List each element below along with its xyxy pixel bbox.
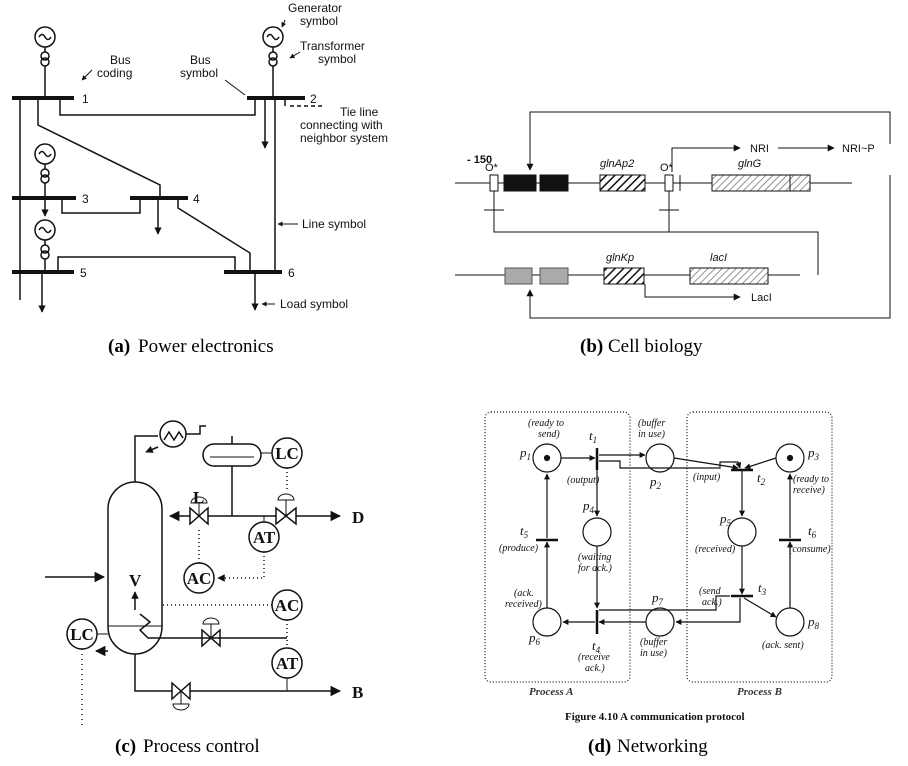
place-label: p1 <box>519 445 531 462</box>
place-p5 <box>727 517 757 547</box>
promoter-label: glnKp <box>606 252 634 264</box>
place-label: p4 <box>582 498 595 515</box>
place-label: p5 <box>719 511 732 528</box>
operator-label: O* <box>485 162 499 174</box>
generator-icon <box>262 26 284 97</box>
ac-label: AC <box>275 596 300 615</box>
caption-a-text: Power electronics <box>138 336 274 357</box>
load-symbol-label: Load symbol <box>280 297 348 311</box>
panel-b-labels: - 150 O* O* glnAp2 glnG NRI NRI~P glnKp … <box>467 143 875 304</box>
transition-label: t5 <box>520 523 529 540</box>
bottoms-label: B <box>352 683 363 702</box>
bus-number: 5 <box>80 266 87 280</box>
caption-d-letter: (d) <box>588 736 611 757</box>
place-p4 <box>582 517 612 547</box>
place-p7 <box>645 607 675 637</box>
annotation: (consume) <box>789 544 831 555</box>
line-symbol-label: Line symbol <box>302 217 366 231</box>
transition-label: t1 <box>589 428 597 445</box>
transition-label: t2 <box>757 470 766 487</box>
bus-number: 6 <box>288 266 295 280</box>
bus-number: 1 <box>82 92 89 106</box>
caption-b-text: Cell biology <box>608 336 703 357</box>
condenser-icon <box>159 420 187 448</box>
generator-icon <box>34 143 56 198</box>
panel-power-electronics <box>12 19 325 313</box>
place-label: p7 <box>651 590 664 607</box>
panel-process-control <box>45 420 342 725</box>
bus-number: 2 <box>310 92 317 106</box>
at-label: AT <box>253 528 276 547</box>
annotation: (received) <box>695 544 736 555</box>
annotation: (produce) <box>499 543 539 554</box>
annotation: (input) <box>693 472 721 483</box>
process-a-box <box>484 411 631 683</box>
lc-label: LC <box>70 625 94 644</box>
bus-number: 4 <box>193 192 200 206</box>
transition-label: t6 <box>808 523 817 540</box>
process-b-box <box>686 411 833 683</box>
caption-c-letter: (c) <box>115 736 136 757</box>
annotation: (ack. sent) <box>762 640 804 651</box>
transition-label: t3 <box>758 580 767 597</box>
place-p8 <box>775 607 805 637</box>
place-label: p3 <box>807 445 820 462</box>
reflux-label: L <box>193 488 204 507</box>
panel-d-labels: p1 p2 p3 p4 p5 p6 p7 p8 t1 t2 t3 t4 t5 t… <box>499 418 831 723</box>
lc-label: LC <box>275 444 299 463</box>
panel-c-labels: LC LC AC AC AT AT L V D B <box>70 444 364 702</box>
transition-label: t4 <box>592 638 601 655</box>
operator-label: O* <box>660 162 674 174</box>
annotation: (ack.received) <box>505 588 542 610</box>
panel-cell-biology <box>455 111 891 319</box>
distillation-column <box>107 481 163 655</box>
caption-b-letter: (b) <box>580 336 603 357</box>
generator-icon <box>34 198 56 272</box>
gene-label: lacI <box>710 252 727 264</box>
promoter-label: glnAp2 <box>600 158 634 170</box>
protein-label: NRI~P <box>842 143 875 155</box>
annotation: (output) <box>567 475 600 486</box>
at-label: AT <box>276 654 299 673</box>
generator-icon <box>34 26 56 97</box>
panel-networking <box>484 411 833 683</box>
reflux-drum <box>202 443 262 467</box>
bus-number: 3 <box>82 192 89 206</box>
place-p6 <box>532 607 562 637</box>
caption-d-text: Networking <box>617 736 708 757</box>
distillate-label: D <box>352 508 364 527</box>
caption-a-letter: (a) <box>108 336 130 357</box>
protein-label: LacI <box>751 292 772 304</box>
place-label: p2 <box>649 474 662 491</box>
process-a-label: Process A <box>529 686 574 698</box>
gene-label: glnG <box>738 158 762 170</box>
position-label: - 150 <box>467 154 492 166</box>
process-b-label: Process B <box>737 686 782 698</box>
ac-label: AC <box>187 569 212 588</box>
caption-c-text: Process control <box>143 736 260 757</box>
place-label: p8 <box>807 614 820 631</box>
protein-label: NRI <box>750 143 769 155</box>
vapor-label: V <box>129 571 142 590</box>
figure-title: Figure 4.10 A communication protocol <box>565 711 745 723</box>
